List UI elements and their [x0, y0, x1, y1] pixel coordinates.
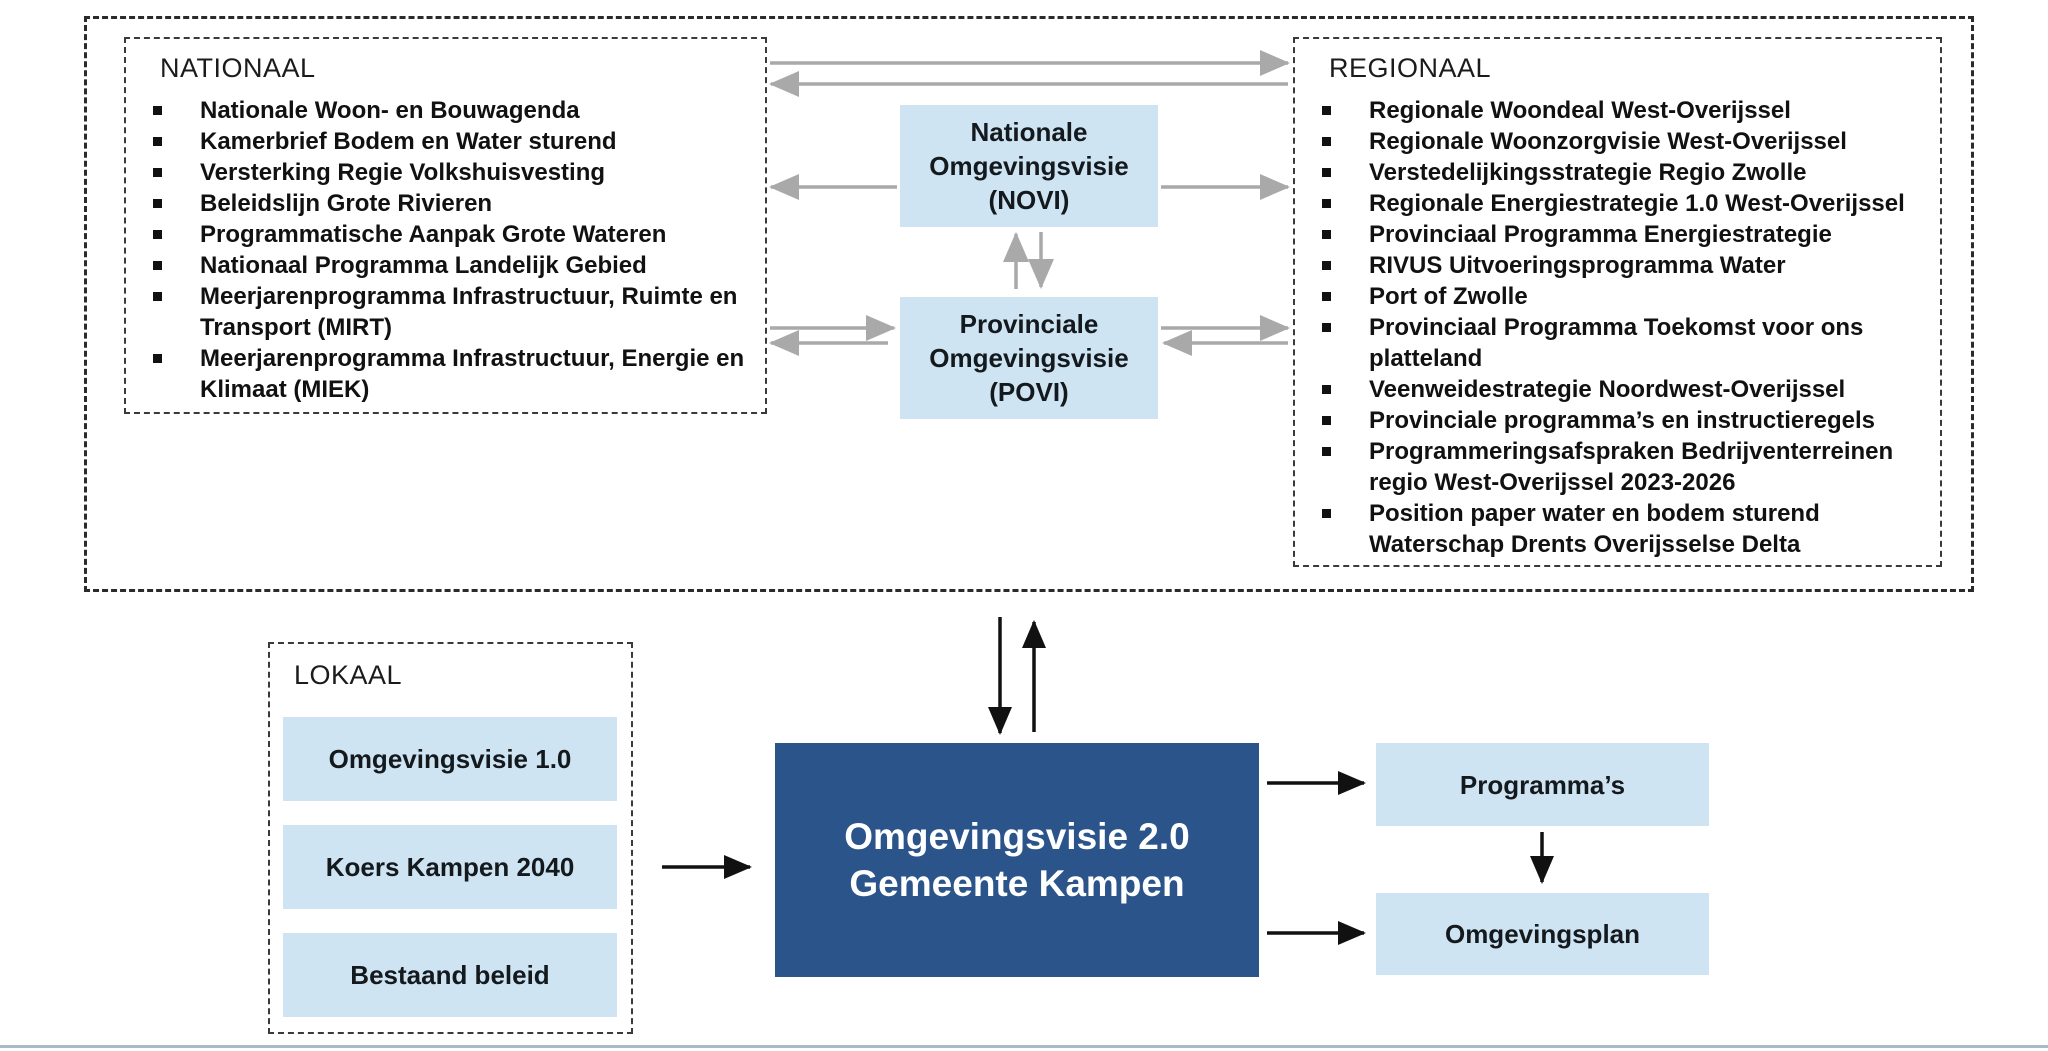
list-item: Position paper water en bodem sturend Wa…: [1295, 498, 1928, 560]
lokaal-item-omgevingsvisie-1-0: Omgevingsvisie 1.0: [283, 717, 617, 801]
list-item: Programmeringsafspraken Bedrijventerrein…: [1295, 436, 1928, 498]
main-node-omgevingsvisie-2-0: Omgevingsvisie 2.0 Gemeente Kampen: [775, 743, 1259, 977]
list-item: Meerjarenprogramma Infrastructuur, Ruimt…: [126, 281, 753, 343]
national-label: NATIONAAL: [160, 53, 316, 83]
list-item: Provinciaal Programma Energiestrategie: [1295, 219, 1928, 250]
list-item: Provinciaal Programma Toekomst voor ons …: [1295, 312, 1928, 374]
list-item: Programmatische Aanpak Grote Wateren: [126, 219, 753, 250]
novi-node: Nationale Omgevingsvisie (NOVI): [900, 105, 1158, 227]
lokaal-item-koers-kampen-2040: Koers Kampen 2040: [283, 825, 617, 909]
outer-dashed-frame: [84, 16, 1974, 592]
list-item: Regionale Energiestrategie 1.0 West-Over…: [1295, 188, 1928, 219]
list-item: Meerjarenprogramma Infrastructuur, Energ…: [126, 343, 753, 405]
lokaal-item-bestaand-beleid: Bestaand beleid: [283, 933, 617, 1017]
lokaal-section: LOKAAL: [268, 642, 633, 1034]
list-item: Regionale Woonzorgvisie West-Overijssel: [1295, 126, 1928, 157]
list-item: Nationaal Programma Landelijk Gebied: [126, 250, 753, 281]
omgevingsplan-node: Omgevingsplan: [1376, 893, 1709, 975]
regional-label: REGIONAAL: [1329, 53, 1492, 83]
list-item: Beleidslijn Grote Rivieren: [126, 188, 753, 219]
list-item: Provinciale programma’s en instructiereg…: [1295, 405, 1928, 436]
list-item: Nationale Woon- en Bouwagenda: [126, 95, 753, 126]
list-item: Kamerbrief Bodem en Water sturend: [126, 126, 753, 157]
list-item: Port of Zwolle: [1295, 281, 1928, 312]
list-item: Versterking Regie Volkshuisvesting: [126, 157, 753, 188]
list-item: Regionale Woondeal West-Overijssel: [1295, 95, 1928, 126]
list-item: RIVUS Uitvoeringsprogramma Water: [1295, 250, 1928, 281]
list-item: Verstedelijkingsstrategie Regio Zwolle: [1295, 157, 1928, 188]
povi-node: Provinciale Omgevingsvisie (POVI): [900, 297, 1158, 419]
bottom-rule: [0, 1045, 2048, 1048]
programmas-node: Programma’s: [1376, 743, 1709, 826]
list-item: Veenweidestrategie Noordwest-Overijssel: [1295, 374, 1928, 405]
regional-section: REGIONAAL Regionale Woondeal West-Overij…: [1293, 37, 1942, 567]
lokaal-label: LOKAAL: [294, 660, 403, 690]
